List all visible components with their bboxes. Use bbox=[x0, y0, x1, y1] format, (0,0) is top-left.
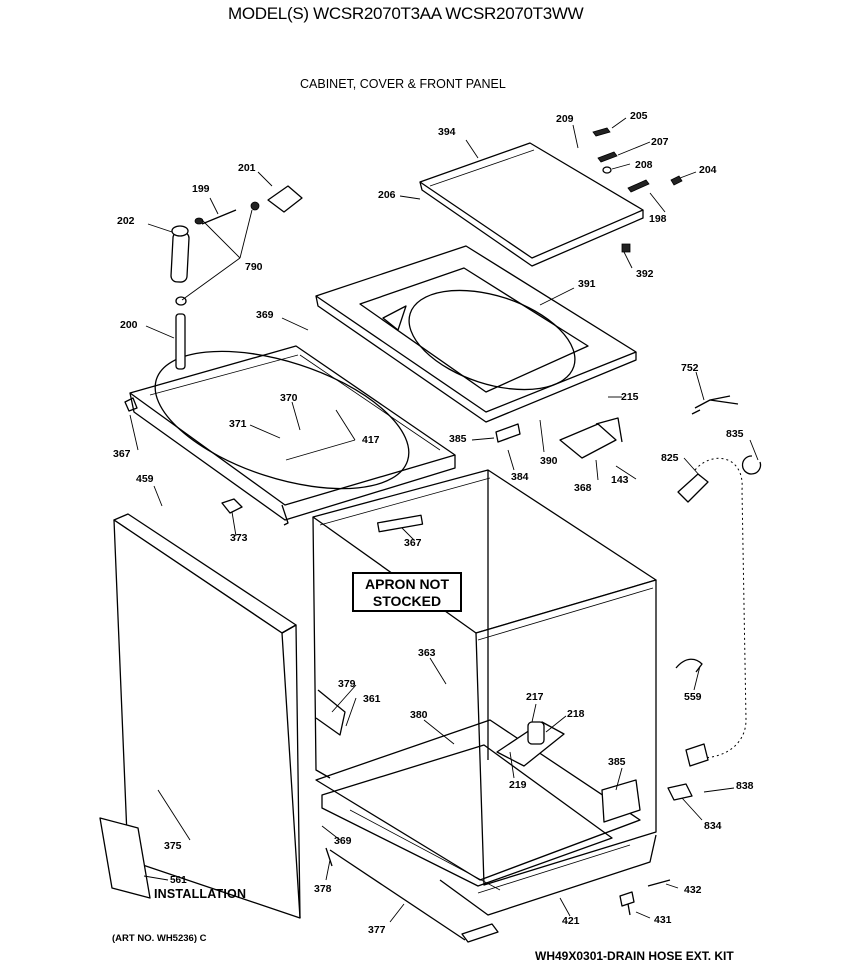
callout-431: 431 bbox=[654, 914, 672, 926]
installation-envelope bbox=[99, 817, 151, 899]
callout-208: 208 bbox=[635, 159, 653, 171]
callout-378: 378 bbox=[314, 883, 332, 895]
base-frame bbox=[124, 345, 456, 526]
callout-391: 391 bbox=[578, 278, 596, 290]
callout-205: 205 bbox=[630, 110, 648, 122]
callout-373: 373 bbox=[230, 532, 248, 544]
callout-394: 394 bbox=[438, 126, 456, 138]
callout-385: 385 bbox=[608, 756, 626, 768]
art-number: (ART NO. WH5236) C bbox=[112, 933, 207, 944]
callout-371: 371 bbox=[229, 418, 247, 430]
callout-377: 377 bbox=[368, 924, 386, 936]
drain-hose-kit-note: WH49X0301-DRAIN HOSE EXT. KIT bbox=[535, 949, 734, 963]
model-title: MODEL(S) WCSR2070T3AA WCSR2070T3WW bbox=[228, 4, 584, 23]
callout-384: 384 bbox=[511, 471, 529, 483]
callout-838: 838 bbox=[736, 780, 754, 792]
callout-380: 380 bbox=[410, 709, 428, 721]
callout-417: 417 bbox=[362, 434, 380, 446]
callout-367: 367 bbox=[404, 537, 422, 549]
suspension-rod bbox=[170, 225, 190, 370]
hose-clamp bbox=[741, 455, 762, 475]
callout-421: 421 bbox=[562, 915, 580, 927]
installation-part-number: 561 bbox=[170, 875, 187, 886]
callout-385: 385 bbox=[449, 433, 467, 445]
part-callouts: 209 205 207 394 208 204 198 206 201 199 202 790 392 3… bbox=[113, 110, 754, 936]
callout-361: 361 bbox=[363, 693, 381, 705]
callout-206: 206 bbox=[378, 189, 396, 201]
callout-201: 201 bbox=[238, 162, 256, 174]
leader-lines bbox=[129, 117, 759, 923]
callout-790: 790 bbox=[245, 261, 263, 273]
top-cover-lid bbox=[419, 142, 644, 267]
callout-218: 218 bbox=[567, 708, 585, 720]
callout-432: 432 bbox=[684, 884, 702, 896]
callout-209: 209 bbox=[556, 113, 574, 125]
installation-label: INSTALLATION bbox=[154, 887, 247, 901]
callout-363: 363 bbox=[418, 647, 436, 659]
front-panel bbox=[113, 513, 301, 919]
callout-370: 370 bbox=[280, 392, 298, 404]
callout-217: 217 bbox=[526, 691, 544, 703]
callout-215: 215 bbox=[621, 391, 639, 403]
callout-752: 752 bbox=[681, 362, 699, 374]
callout-143: 143 bbox=[611, 474, 629, 486]
callout-368: 368 bbox=[574, 482, 592, 494]
callout-834: 834 bbox=[704, 820, 722, 832]
callout-367: 367 bbox=[113, 448, 131, 460]
callout-202: 202 bbox=[117, 215, 135, 227]
apron-line-2: STOCKED bbox=[372, 593, 442, 609]
callout-219: 219 bbox=[509, 779, 527, 791]
callout-559: 559 bbox=[684, 691, 702, 703]
callout-369: 369 bbox=[256, 309, 274, 321]
callout-825: 825 bbox=[661, 452, 679, 464]
callout-390: 390 bbox=[540, 455, 558, 467]
callout-198: 198 bbox=[649, 213, 667, 225]
callout-375: 375 bbox=[164, 840, 182, 852]
callout-369: 369 bbox=[334, 835, 352, 847]
top-panel bbox=[315, 245, 637, 423]
diagram-subtitle: CABINET, COVER & FRONT PANEL bbox=[300, 77, 506, 91]
callout-204: 204 bbox=[699, 164, 717, 176]
callout-392: 392 bbox=[636, 268, 654, 280]
callout-200: 200 bbox=[120, 319, 138, 331]
callout-207: 207 bbox=[651, 136, 669, 148]
callout-835: 835 bbox=[726, 428, 744, 440]
callout-459: 459 bbox=[136, 473, 154, 485]
callout-379: 379 bbox=[338, 678, 356, 690]
apron-line-1: APRON NOT bbox=[365, 576, 449, 592]
apron-not-stocked-notice: APRON NOT STOCKED bbox=[352, 572, 462, 612]
drain-hose bbox=[677, 454, 750, 767]
callout-199: 199 bbox=[192, 183, 210, 195]
